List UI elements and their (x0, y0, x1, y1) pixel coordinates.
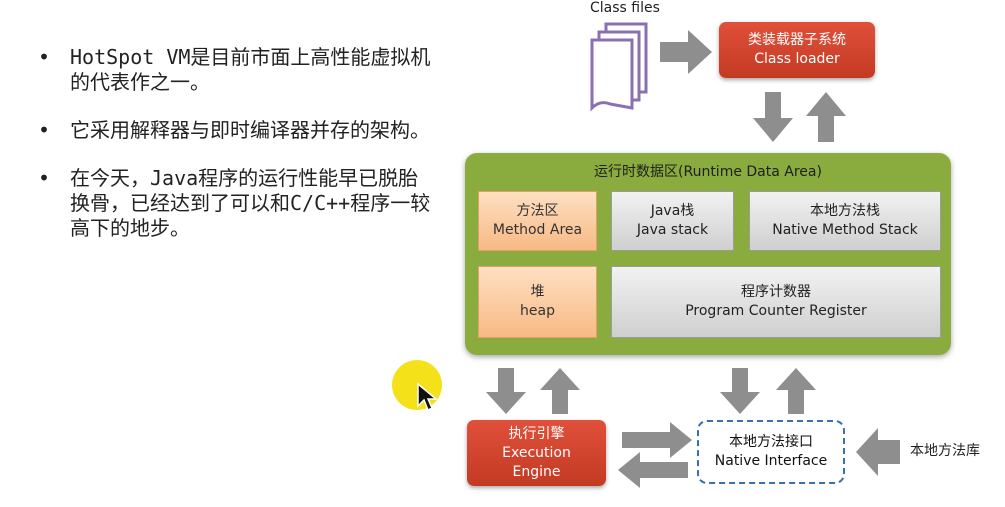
bullet-dot: • (38, 118, 51, 142)
class-loader-box: 类装载器子系统 Class loader (719, 22, 875, 78)
bullet-text: 它采用解释器与即时编译器并存的架构。 (70, 118, 430, 142)
class-loader-en: Class loader (754, 51, 840, 67)
bullet-text: HotSpot VM是目前市面上高性能虚拟机的代表作之一。 (70, 45, 431, 94)
java-stack-box: Java栈 Java stack (611, 191, 734, 251)
class-files-label: Class files (590, 0, 660, 16)
native-interface-en: Native Interface (714, 453, 828, 469)
native-interface-zh: 本地方法接口 (729, 434, 813, 450)
method-area-en: Method Area (492, 222, 583, 238)
runtime-data-area: 运行时数据区(Runtime Data Area) 方法区 Method Are… (465, 153, 951, 355)
java-stack-en: Java stack (636, 222, 709, 238)
pc-register-en: Program Counter Register (685, 303, 867, 319)
bullet-item-performance: • 在今天，Java程序的运行性能早已脱胎换骨，已经达到了可以和C/C++程序一… (38, 166, 438, 241)
native-stack-en: Native Method Stack (772, 222, 918, 238)
bullet-item-architecture: • 它采用解释器与即时编译器并存的架构。 (38, 118, 438, 143)
method-area-box: 方法区 Method Area (478, 191, 597, 251)
native-stack-zh: 本地方法栈 (810, 203, 880, 219)
arrow-icon (660, 30, 712, 74)
execution-engine-box: 执行引擎 Execution Engine (467, 420, 606, 486)
program-counter-register-box: 程序计数器 Program Counter Register (611, 266, 941, 338)
bullet-list: • HotSpot VM是目前市面上高性能虚拟机的代表作之一。 • 它采用解释器… (38, 45, 438, 264)
pc-register-zh: 程序计数器 (741, 284, 811, 300)
heap-en: heap (520, 303, 555, 319)
heap-zh: 堆 (530, 284, 545, 300)
arrow-icon (856, 428, 900, 476)
java-stack-zh: Java栈 (650, 203, 695, 219)
bullet-item-hotspot: • HotSpot VM是目前市面上高性能虚拟机的代表作之一。 (38, 45, 438, 95)
bullet-text: 在今天，Java程序的运行性能早已脱胎换骨，已经达到了可以和C/C++程序一较高… (70, 166, 431, 240)
native-method-stack-box: 本地方法栈 Native Method Stack (749, 191, 941, 251)
document-stack-icon (590, 22, 648, 112)
arrow-icon (618, 422, 692, 488)
method-area-zh: 方法区 (516, 203, 559, 219)
runtime-data-area-title: 运行时数据区(Runtime Data Area) (594, 164, 822, 180)
arrow-icon (720, 368, 816, 414)
native-library-label: 本地方法库 (910, 443, 980, 459)
execution-engine-en2: Engine (512, 463, 561, 480)
heap-box: 堆 heap (478, 266, 597, 338)
mouse-cursor-icon (417, 382, 439, 412)
cursor-highlight (392, 360, 442, 410)
execution-engine-en1: Execution (502, 444, 571, 461)
bullet-dot: • (38, 166, 51, 190)
native-interface-box: 本地方法接口 Native Interface (697, 420, 845, 484)
arrow-icon (753, 92, 846, 142)
bullet-dot: • (38, 45, 51, 69)
execution-engine-zh: 执行引擎 (508, 425, 565, 442)
class-loader-zh: 类装载器子系统 (748, 32, 846, 48)
arrow-icon (486, 368, 580, 414)
